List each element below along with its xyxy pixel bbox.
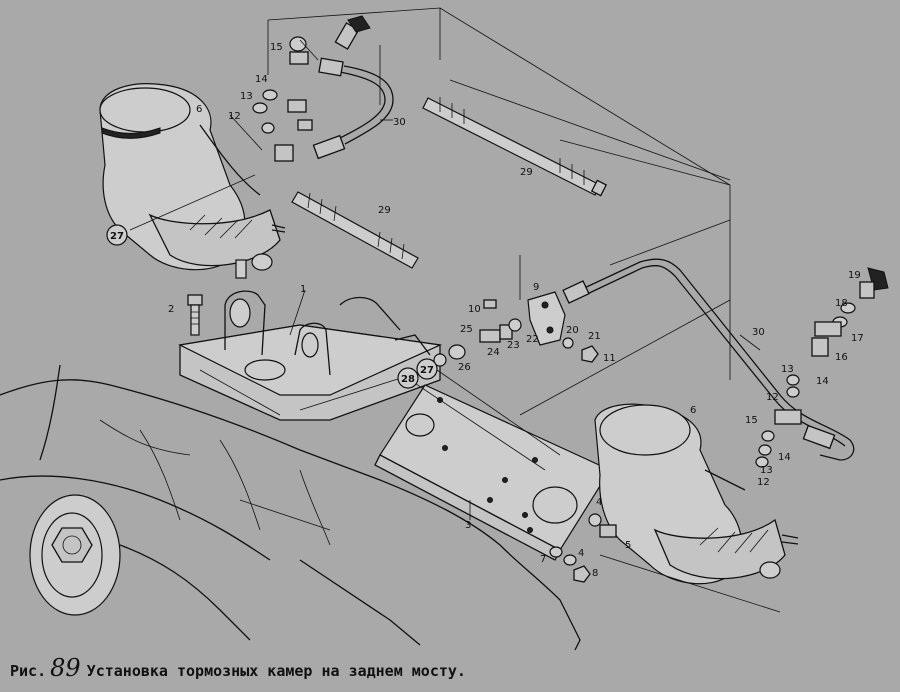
bracket-1 <box>178 290 443 421</box>
label-22: 22 <box>526 334 539 345</box>
circle-callout-28 <box>397 367 419 389</box>
pipe-30-upper <box>312 57 394 160</box>
label-24: 24 <box>487 347 500 358</box>
caption-number: 89 <box>50 654 81 682</box>
label-26: 26 <box>458 362 471 373</box>
label-13: 13 <box>240 91 253 102</box>
label-12: 12 <box>228 111 241 122</box>
label-30: 30 <box>393 117 406 128</box>
label-14: 14 <box>255 74 268 85</box>
label-11: 11 <box>603 353 616 364</box>
label-12: 12 <box>757 477 770 488</box>
label-13: 13 <box>781 364 794 375</box>
label-19: 19 <box>848 270 861 281</box>
caption-text: Установка тормозных камер на заднем мост… <box>86 662 466 680</box>
label-14: 14 <box>778 452 791 463</box>
label-2: 2 <box>168 304 174 315</box>
label-18: 18 <box>835 298 848 309</box>
pipe-30-lower <box>562 258 855 461</box>
label-27: 27 <box>420 365 434 376</box>
label-16: 16 <box>835 352 848 363</box>
hose-29-upper <box>422 97 608 197</box>
label-8: 8 <box>592 568 598 579</box>
label-10: 10 <box>468 304 481 315</box>
circle-callout-27 <box>416 358 438 380</box>
label-28: 28 <box>401 374 415 385</box>
label-21: 21 <box>588 331 601 342</box>
caption-prefix: Рис. <box>10 662 47 680</box>
label-7: 7 <box>540 554 546 565</box>
bottom-small-parts <box>549 513 617 583</box>
label-29: 29 <box>378 205 391 216</box>
label-6: 6 <box>196 104 202 115</box>
rear-axle-housing <box>0 364 581 651</box>
fittings-right-cluster <box>755 267 889 468</box>
figure-caption: Рис.89 Установка тормозных камер на задне… <box>10 654 890 684</box>
brake-chamber-6-upper <box>99 83 286 279</box>
label-30: 30 <box>752 327 765 338</box>
label-12: 12 <box>766 392 779 403</box>
circle-callout-27 <box>106 224 128 246</box>
brake-chamber-6-lower <box>594 403 799 585</box>
label-15: 15 <box>745 415 758 426</box>
hub-nut <box>51 527 93 563</box>
label-17: 17 <box>851 333 864 344</box>
label-27: 27 <box>110 231 124 242</box>
center-small-parts <box>433 291 599 367</box>
label-5: 5 <box>625 540 631 551</box>
leader-lines <box>129 39 781 613</box>
label-25: 25 <box>460 324 473 335</box>
label-14: 14 <box>816 376 829 387</box>
callout-labels: 1 2 3 4 4 5 6 6 7 8 9 10 11 12 12 12 13 … <box>106 42 864 579</box>
label-15: 15 <box>270 42 283 53</box>
label-3: 3 <box>465 520 471 531</box>
hose-29-lower <box>291 191 419 269</box>
label-29: 29 <box>520 167 533 178</box>
label-9: 9 <box>533 282 539 293</box>
label-4: 4 <box>578 548 584 559</box>
label-20: 20 <box>566 325 579 336</box>
mounting-plate-3 <box>374 384 611 561</box>
bolt-2 <box>187 294 203 336</box>
label-23: 23 <box>507 340 520 351</box>
perspective-outline <box>267 7 731 416</box>
label-1: 1 <box>300 284 306 295</box>
fittings-upper-cluster <box>252 15 371 162</box>
label-13: 13 <box>760 465 773 476</box>
label-6: 6 <box>690 405 696 416</box>
label-4: 4 <box>596 497 602 508</box>
